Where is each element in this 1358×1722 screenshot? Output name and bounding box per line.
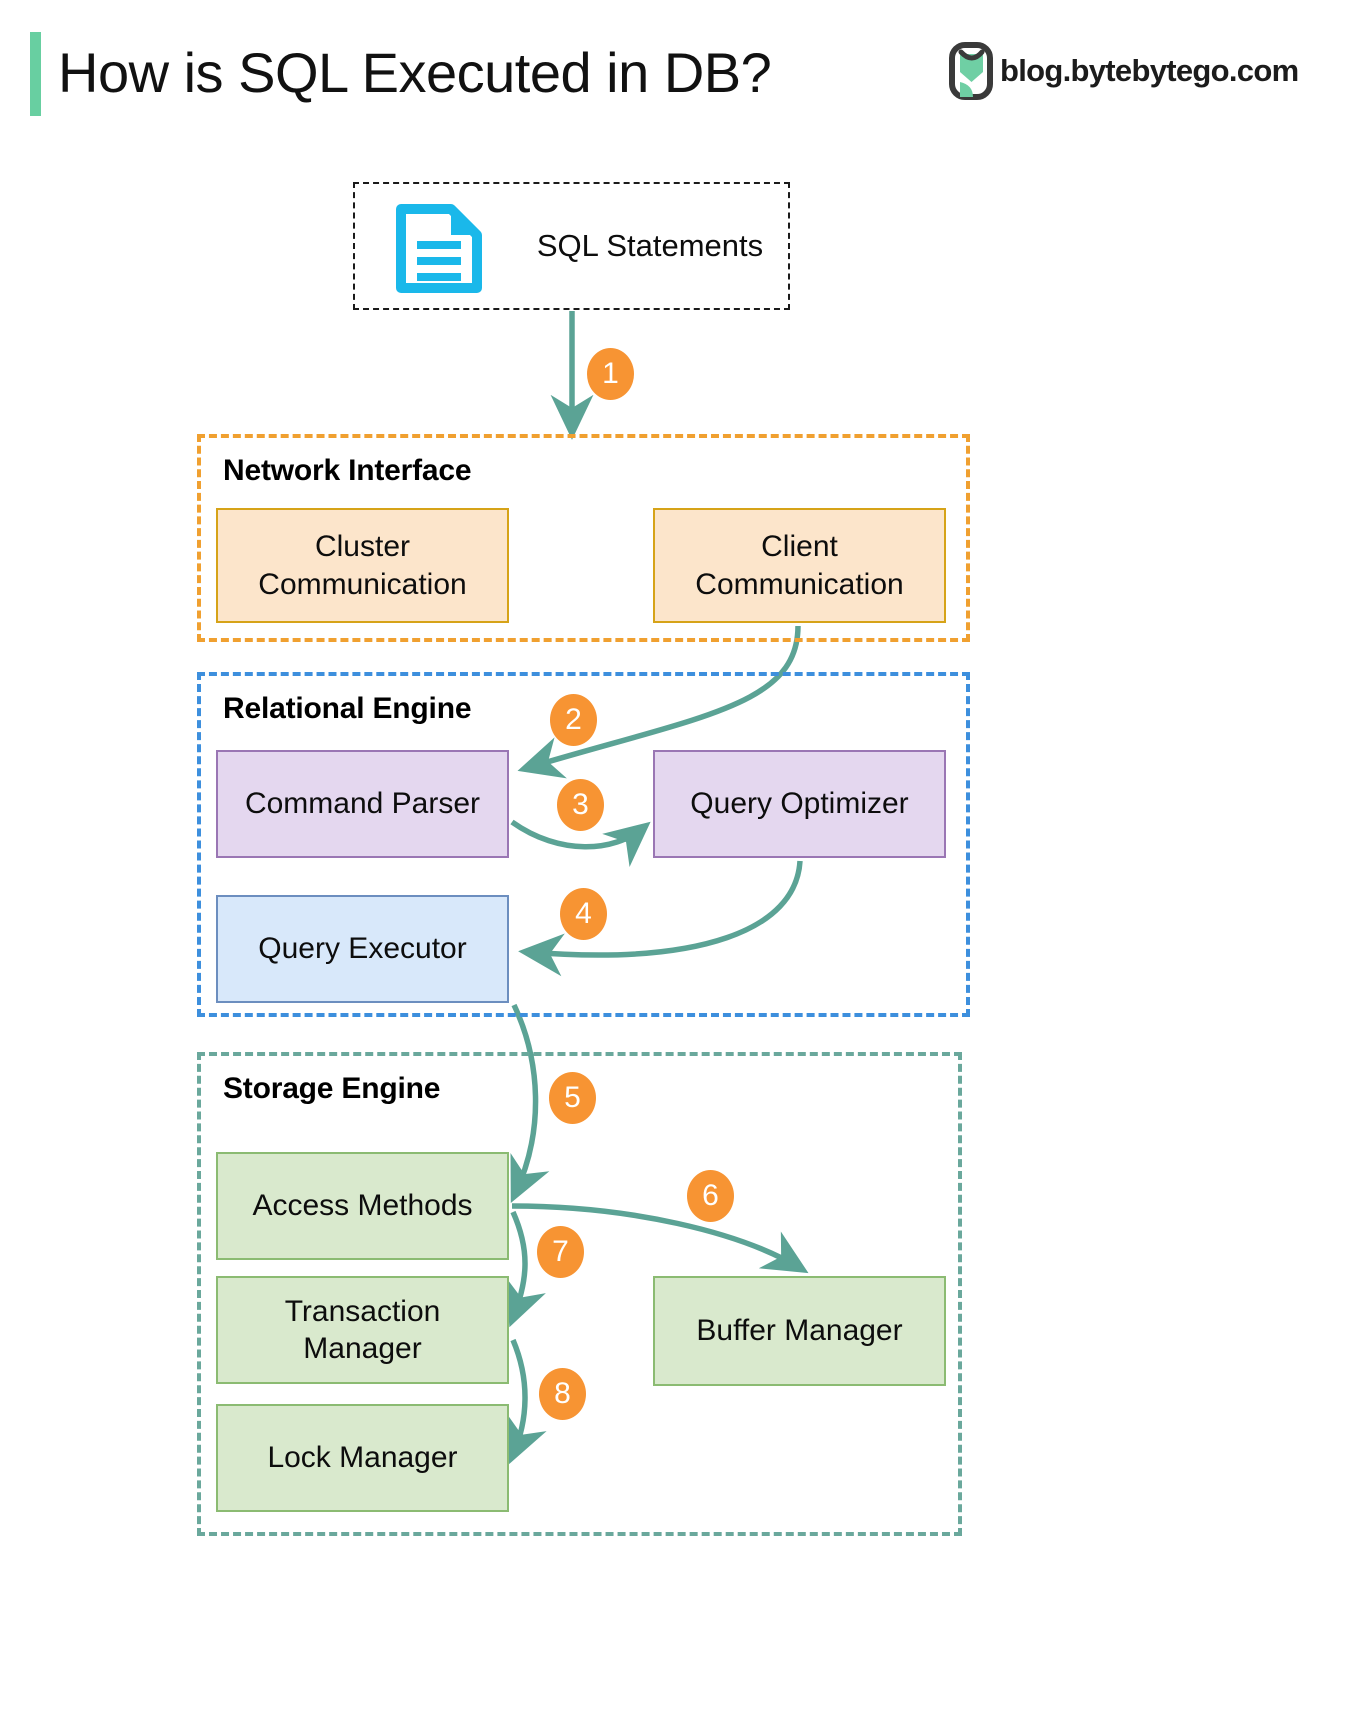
step-badge-8: 8 (539, 1368, 586, 1420)
title-accent-bar (30, 32, 41, 116)
group-title-storage-engine: Storage Engine (223, 1072, 441, 1105)
step-badge-6: 6 (687, 1170, 734, 1222)
sql-statements-label: SQL Statements (536, 228, 764, 263)
group-relational-engine: Relational Engine (197, 672, 970, 1017)
node-command-parser[interactable]: Command Parser (216, 750, 509, 858)
node-access-methods[interactable]: Access Methods (216, 1152, 509, 1260)
step-badge-3: 3 (557, 779, 604, 831)
node-client-communication[interactable]: Client Communication (653, 508, 946, 623)
node-cluster-communication[interactable]: Cluster Communication (216, 508, 509, 623)
step-badge-5: 5 (549, 1072, 596, 1124)
step-badge-4: 4 (560, 888, 607, 940)
group-network-interface: Network Interface (197, 434, 970, 642)
bytebytego-logo-icon (949, 42, 993, 100)
node-query-optimizer[interactable]: Query Optimizer (653, 750, 946, 858)
step-badge-2: 2 (550, 694, 597, 746)
page-title: How is SQL Executed in DB? (58, 41, 772, 104)
node-transaction-manager[interactable]: Transaction Manager (216, 1276, 509, 1384)
document-icon (396, 204, 482, 293)
node-buffer-manager[interactable]: Buffer Manager (653, 1276, 946, 1386)
group-storage-engine: Storage Engine (197, 1052, 962, 1536)
group-title-network-interface: Network Interface (223, 454, 472, 487)
page-header: How is SQL Executed in DB? blog.bytebyte… (0, 0, 1358, 140)
step-badge-7: 7 (537, 1226, 584, 1278)
brand-text: blog.bytebytego.com (1000, 53, 1299, 88)
step-badge-1: 1 (587, 348, 634, 400)
group-title-relational-engine: Relational Engine (223, 692, 472, 725)
sql-statements-box[interactable]: SQL Statements (353, 182, 790, 310)
node-lock-manager[interactable]: Lock Manager (216, 1404, 509, 1512)
brand: blog.bytebytego.com (948, 40, 1299, 102)
node-query-executor[interactable]: Query Executor (216, 895, 509, 1003)
